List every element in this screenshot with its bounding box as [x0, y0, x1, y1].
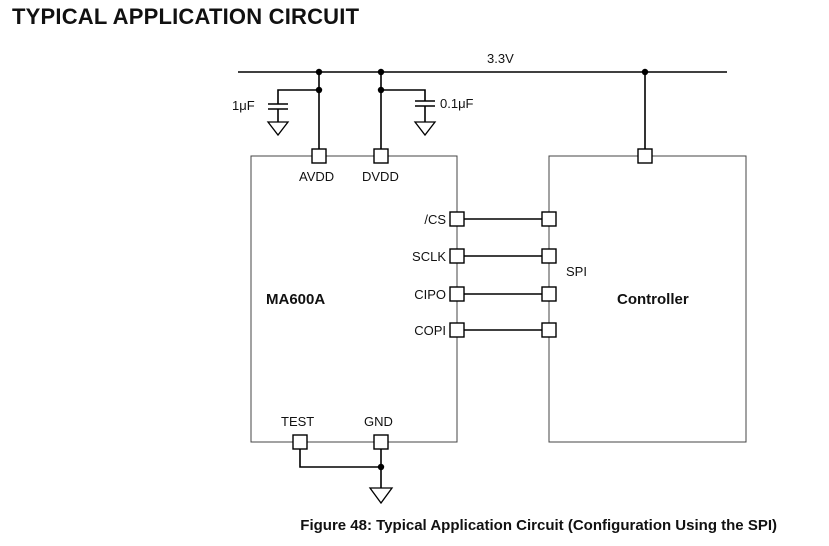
pin-test	[292, 434, 308, 450]
pin-label-copi: COPI	[414, 323, 446, 338]
controller-pin-sclk	[541, 248, 557, 264]
pin-label-sclk: SCLK	[412, 249, 446, 264]
controller-pin-cs	[541, 211, 557, 227]
ma600a-chip	[250, 155, 458, 443]
capacitor-1uf	[266, 89, 319, 137]
capacitor-label-0-1uf: 0.1μF	[440, 96, 474, 111]
pin-label-gnd: GND	[364, 414, 393, 429]
pin-label-cipo: CIPO	[414, 287, 446, 302]
controller-name: Controller	[617, 291, 689, 308]
supply-label: 3.3V	[487, 51, 514, 66]
test-ground-wire	[299, 449, 381, 468]
page-title: TYPICAL APPLICATION CIRCUIT	[12, 4, 360, 29]
pin-avdd	[311, 148, 327, 164]
ground-symbol	[413, 121, 437, 137]
pin-label-test: TEST	[281, 414, 314, 429]
pin-gnd	[373, 434, 389, 450]
bus-label-spi: SPI	[566, 264, 587, 279]
chip-name: MA600A	[266, 291, 325, 308]
controller-pin-copi	[541, 322, 557, 338]
junction-dot	[377, 463, 385, 471]
pin-cipo	[449, 286, 465, 302]
pin-cs	[449, 211, 465, 227]
pin-dvdd	[373, 148, 389, 164]
capacitor-0-1uf	[381, 89, 437, 137]
pin-label-avdd: AVDD	[299, 169, 334, 184]
capacitor-label-1uf: 1μF	[232, 98, 255, 113]
controller-pin-cipo	[541, 286, 557, 302]
pin-sclk	[449, 248, 465, 264]
ground-symbol	[266, 121, 290, 137]
pin-label-dvdd: DVDD	[362, 169, 399, 184]
pin-label-cs: /CS	[424, 212, 446, 227]
ground-symbol	[368, 487, 394, 505]
figure-caption: Figure 48: Typical Application Circuit (…	[300, 517, 777, 534]
pin-controller-vdd	[637, 148, 653, 164]
pin-copi	[449, 322, 465, 338]
